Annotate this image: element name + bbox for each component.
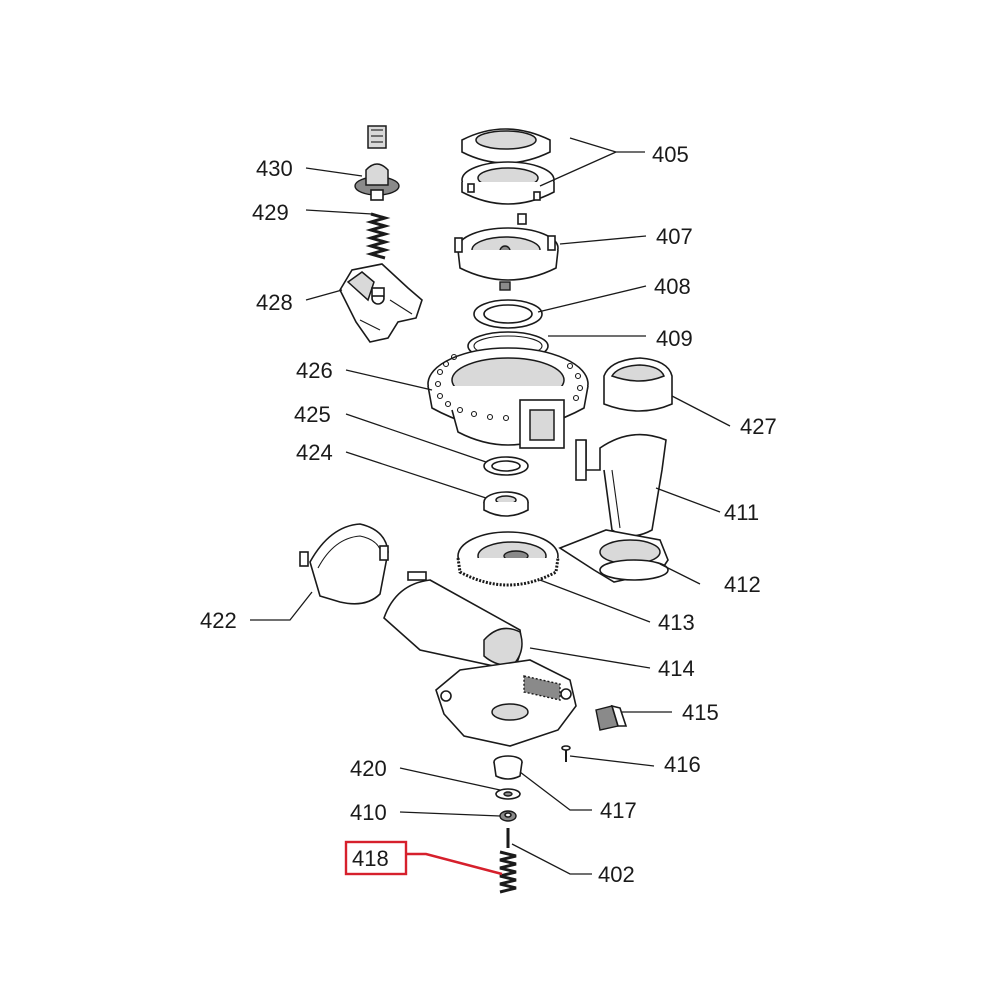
leader-lines bbox=[250, 137, 731, 876]
part-416-screw bbox=[561, 745, 571, 762]
label-426: 426 bbox=[296, 358, 333, 383]
part-426-housing bbox=[427, 347, 589, 449]
label-420: 420 bbox=[350, 756, 387, 781]
part-411-chute-body bbox=[575, 433, 667, 537]
part-408-ring bbox=[473, 299, 543, 329]
part-413-gear bbox=[456, 531, 560, 587]
leader-405 bbox=[539, 137, 645, 187]
leader-418-highlighted bbox=[406, 852, 503, 876]
part-417-cup bbox=[493, 755, 523, 780]
leader-425 bbox=[345, 413, 487, 463]
label-425: 425 bbox=[294, 402, 331, 427]
part-410-nut bbox=[499, 810, 517, 822]
label-415: 415 bbox=[682, 700, 719, 725]
leader-417 bbox=[519, 771, 592, 811]
leader-424 bbox=[345, 451, 487, 499]
label-409: 409 bbox=[656, 326, 693, 351]
part-418-spring bbox=[499, 828, 517, 894]
label-418: 418 bbox=[352, 846, 389, 871]
label-424: 424 bbox=[296, 440, 333, 465]
part-415-plug bbox=[595, 704, 628, 731]
part-422-ring-cover bbox=[299, 523, 389, 605]
leader-411 bbox=[655, 487, 721, 513]
leader-422 bbox=[250, 591, 313, 621]
leader-420 bbox=[399, 767, 501, 791]
part-425-washer bbox=[483, 456, 529, 476]
label-405: 405 bbox=[652, 142, 689, 167]
label-413: 413 bbox=[658, 610, 695, 635]
housing-holes bbox=[434, 353, 584, 422]
leader-413 bbox=[539, 579, 651, 623]
label-417: 417 bbox=[600, 798, 637, 823]
part-427-chute-top bbox=[603, 357, 673, 412]
part-412-chute-base bbox=[558, 529, 669, 583]
part-labels: 405 407 408 409 430 429 428 426 427 425 … bbox=[200, 142, 777, 887]
leader-414 bbox=[529, 647, 651, 669]
label-427: 427 bbox=[740, 414, 777, 439]
leader-428 bbox=[305, 289, 343, 301]
leader-429 bbox=[305, 209, 373, 215]
leader-427 bbox=[671, 395, 731, 427]
part-428-bracket bbox=[339, 263, 423, 343]
part-429-spring bbox=[365, 212, 391, 260]
leader-426 bbox=[345, 369, 433, 391]
label-410: 410 bbox=[350, 800, 387, 825]
leader-412 bbox=[659, 563, 701, 585]
label-408: 408 bbox=[654, 274, 691, 299]
leader-410 bbox=[399, 811, 501, 817]
label-430: 430 bbox=[256, 156, 293, 181]
label-428: 428 bbox=[256, 290, 293, 315]
label-402: 402 bbox=[598, 862, 635, 887]
label-412: 412 bbox=[724, 572, 761, 597]
part-420-washer bbox=[495, 788, 521, 800]
leader-407 bbox=[559, 235, 647, 245]
label-411: 411 bbox=[724, 500, 759, 525]
leader-416 bbox=[569, 755, 655, 767]
part-405-rings bbox=[461, 128, 555, 205]
part-414-motor-housing bbox=[383, 571, 577, 747]
label-407: 407 bbox=[656, 224, 693, 249]
label-422: 422 bbox=[200, 608, 237, 633]
highlight-box-418 bbox=[344, 840, 408, 876]
leader-408 bbox=[537, 285, 647, 313]
part-424-washer bbox=[483, 491, 529, 517]
leader-430 bbox=[305, 167, 363, 177]
label-429: 429 bbox=[252, 200, 289, 225]
part-430-gear-knob bbox=[354, 125, 400, 201]
part-407-burr-holder bbox=[454, 213, 559, 291]
label-414: 414 bbox=[658, 656, 695, 681]
leader-402 bbox=[511, 843, 592, 875]
label-416: 416 bbox=[664, 752, 701, 777]
